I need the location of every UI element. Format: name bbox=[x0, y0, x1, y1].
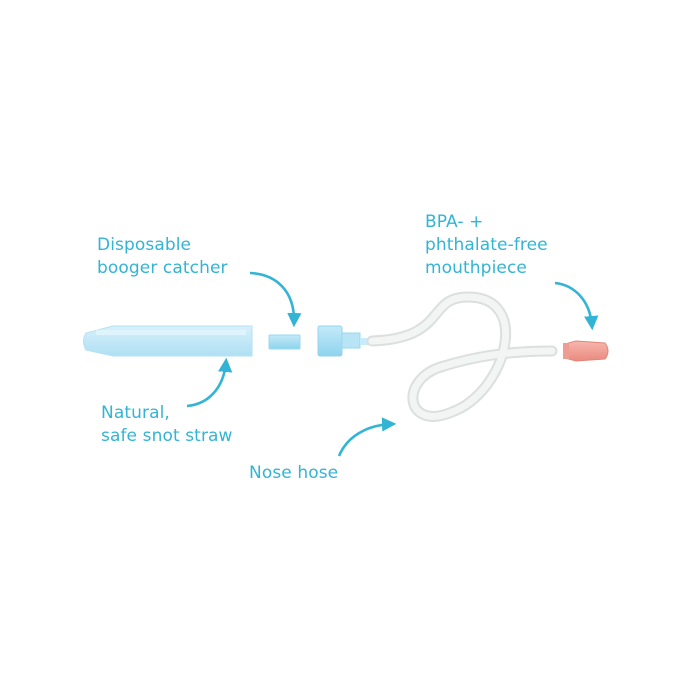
arrow-to-booger-catcher bbox=[249, 271, 302, 328]
mouthpiece bbox=[563, 340, 609, 362]
nose-hose-label-line-1: Nose hose bbox=[249, 463, 339, 483]
mouthpiece-label-line-1: BPA- + bbox=[425, 212, 484, 232]
booger-catcher-label-line-1: Disposable bbox=[97, 235, 192, 255]
arrow-to-mouthpiece bbox=[554, 281, 599, 331]
nose-hose bbox=[366, 291, 558, 422]
booger-catcher-label: Disposable booger catcher bbox=[97, 234, 228, 280]
mouthpiece-label-line-2: phthalate-free bbox=[425, 235, 548, 255]
snot-straw bbox=[83, 325, 253, 357]
nose-hose-label: Nose hose bbox=[249, 462, 338, 485]
snot-straw-label-line-1: Natural, bbox=[101, 403, 170, 423]
booger-catcher-filter bbox=[268, 334, 301, 350]
booger-catcher-label-line-2: booger catcher bbox=[97, 258, 228, 278]
mouthpiece-label: BPA- + phthalate-free mouthpiece bbox=[425, 211, 548, 280]
snot-straw-label: Natural, safe snot straw bbox=[101, 402, 233, 448]
hose-connector bbox=[317, 325, 372, 357]
snot-straw-label-line-2: safe snot straw bbox=[101, 426, 233, 446]
mouthpiece-label-line-3: mouthpiece bbox=[425, 258, 527, 278]
arrow-to-nose-hose bbox=[337, 417, 397, 457]
arrow-to-snot-straw bbox=[186, 357, 233, 408]
